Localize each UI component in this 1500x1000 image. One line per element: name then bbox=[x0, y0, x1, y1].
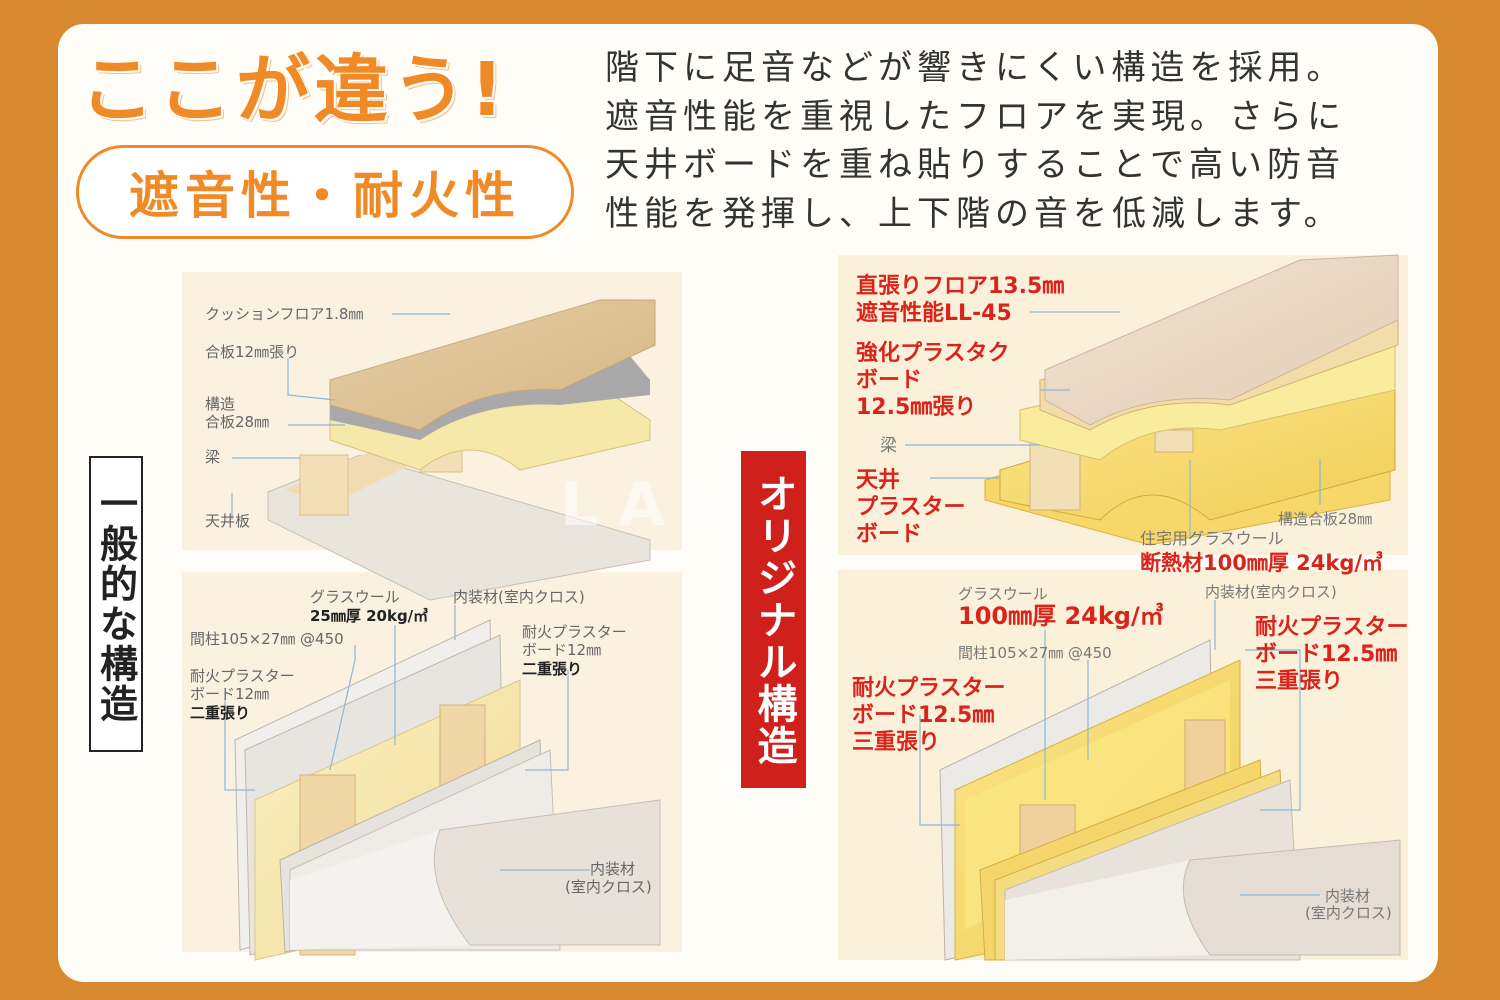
label-glasswool-spec: 25㎜厚 20kg/㎥ bbox=[310, 607, 429, 625]
original-structure-title: オリジナル構造 bbox=[741, 451, 806, 788]
original-structure-title-text: オリジナル構造 bbox=[750, 472, 797, 767]
headline: ここが違う! bbox=[80, 47, 508, 133]
label-board-right-right-1: 耐火プラスター bbox=[1255, 615, 1409, 640]
feature-badge: 遮音性・耐火性 bbox=[76, 145, 574, 239]
label-glasswool-right: グラスウール bbox=[958, 585, 1048, 603]
label-interior-right: 内装材(室内クロス) bbox=[1205, 583, 1337, 601]
label-board-left-right-3: 三重張り bbox=[852, 730, 941, 755]
label-plywood: 合板12㎜張り bbox=[205, 343, 300, 361]
label-cushion-floor: クッションフロア1.8㎜ bbox=[205, 305, 364, 323]
label-tough-board-2: ボード bbox=[856, 368, 923, 393]
label-beam-right: 梁 bbox=[880, 436, 897, 456]
label-glasswool: グラスウール bbox=[310, 588, 400, 606]
general-structure-title: 一般的な構造 bbox=[89, 456, 143, 752]
label-interior: 内装材(室内クロス) bbox=[453, 588, 585, 606]
description-line: 天井ボードを重ね貼りすることで高い防音 bbox=[605, 145, 1345, 185]
label-flooring-2: 遮音性能LL-45 bbox=[856, 301, 1012, 326]
leader-lines bbox=[224, 311, 1321, 896]
left-floor-diagram bbox=[267, 299, 656, 601]
label-stud: 間柱105×27㎜ @450 bbox=[190, 630, 344, 648]
label-ceiling-board-1: 天井 bbox=[856, 468, 901, 493]
right-wall-diagram bbox=[939, 639, 1401, 961]
label-tough-board-1: 強化プラスタク bbox=[856, 341, 1010, 366]
description-line: 遮音性能を重視したフロアを実現。さらに bbox=[605, 96, 1346, 137]
description-line: 性能を発揮し、上下階の音を低減します。 bbox=[605, 193, 1343, 234]
label-ceiling: 天井板 bbox=[205, 512, 251, 530]
label-structural-plywood-right: 構造合板28㎜ bbox=[1278, 510, 1373, 528]
label-board-left-right-1: 耐火プラスター bbox=[852, 676, 1006, 701]
label-interior-bottom-right-1: 内装材 bbox=[1325, 887, 1371, 905]
right-floor-diagram bbox=[984, 254, 1399, 546]
label-structural-plywood-1: 構造 bbox=[205, 395, 236, 413]
feature-badge-text: 遮音性・耐火性 bbox=[129, 167, 521, 225]
label-insulation: 住宅用グラスウール bbox=[1140, 529, 1284, 548]
label-insulation-spec: 断熱材100㎜厚 24kg/㎥ bbox=[1140, 551, 1384, 575]
label-interior-bottom-1: 内装材 bbox=[590, 860, 636, 878]
label-board-right-right-2: ボード12.5㎜ bbox=[1255, 642, 1398, 667]
label-board-right-2: ボード12㎜ bbox=[522, 641, 602, 659]
label-board-right-spec: 二重張り bbox=[522, 660, 583, 678]
label-interior-bottom-right-2: (室内クロス) bbox=[1305, 904, 1392, 922]
label-board-left-spec: 二重張り bbox=[190, 704, 251, 722]
label-board-left-right-2: ボード12.5㎜ bbox=[852, 703, 995, 728]
label-beam: 梁 bbox=[205, 448, 221, 466]
label-ceiling-board-3: ボード bbox=[856, 522, 923, 547]
label-structural-plywood-2: 合板28㎜ bbox=[205, 413, 270, 431]
label-tough-board-3: 12.5㎜張り bbox=[856, 395, 977, 420]
label-interior-bottom-2: (室内クロス) bbox=[565, 878, 652, 896]
description-line: 階下に足音などが響きにくい構造を採用。 bbox=[605, 48, 1346, 88]
left-wall-diagram bbox=[234, 619, 661, 961]
general-structure-title-text: 一般的な構造 bbox=[93, 484, 138, 724]
label-glasswool-spec-right: 100㎜厚 24kg/㎥ bbox=[958, 602, 1164, 630]
label-ceiling-board-2: プラスター bbox=[856, 495, 966, 520]
description: 階下に足音などが響きにくい構造を採用。 遮音性能を重視したフロアを実現。さらに … bbox=[605, 44, 1385, 238]
label-board-right-right-3: 三重張り bbox=[1255, 669, 1344, 694]
label-board-left-2: ボード12㎜ bbox=[190, 685, 270, 703]
label-stud-right: 間柱105×27㎜ @450 bbox=[958, 644, 1112, 662]
label-flooring-1: 直張りフロア13.5㎜ bbox=[856, 274, 1065, 299]
label-board-right-1: 耐火プラスター bbox=[522, 623, 627, 641]
label-board-left-1: 耐火プラスター bbox=[190, 667, 295, 685]
